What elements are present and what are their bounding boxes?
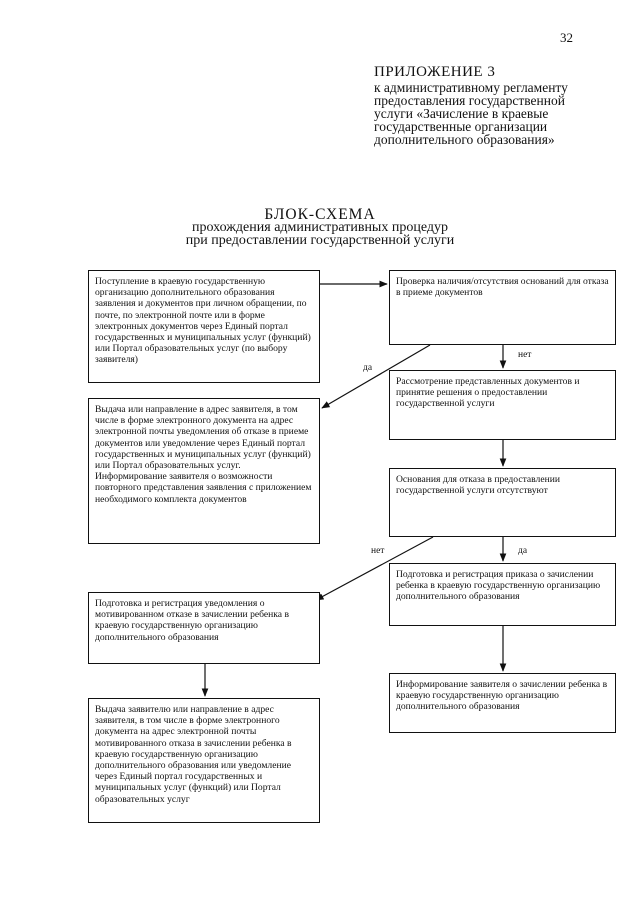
box-review: Рассмотрение представленных документов и…	[389, 370, 616, 440]
scheme-title-main: БЛОК-СХЕМА	[264, 206, 376, 223]
arrow-check-to-refusal-notice	[321, 344, 431, 409]
appendix-line: к административному регламенту	[374, 80, 568, 95]
appendix-line: дополнительного образования»	[374, 132, 555, 147]
box-prepare-order: Подготовка и регистрация приказа о зачис…	[389, 563, 616, 626]
box-no-grounds: Основания для отказа в предоставлении го…	[389, 468, 616, 537]
box-refusal-notice: Выдача или направление в адрес заявителя…	[88, 398, 320, 544]
label-yes: да	[363, 363, 373, 373]
appendix-line: услуги «Зачисление в краевые	[374, 106, 549, 121]
box-prepare-refusal: Подготовка и регистрация уведомления о м…	[88, 592, 320, 664]
page-number: 32	[560, 30, 573, 45]
arrow-no-grounds-to-prepare-refusal	[315, 536, 434, 601]
appendix-title: ПРИЛОЖЕНИЕ 3	[374, 64, 496, 80]
label-no: нет	[518, 350, 532, 360]
box-check: Проверка наличия/отсутствия оснований дл…	[389, 270, 616, 345]
box-receipt: Поступление в краевую государственную ор…	[88, 270, 320, 383]
appendix-line: предоставления государственной	[374, 93, 565, 108]
label-yes: да	[518, 546, 528, 556]
label-no: нет	[371, 546, 385, 556]
box-inform-enrollment: Информирование заявителя о зачислении ре…	[389, 673, 616, 733]
box-issue-refusal: Выдача заявителю или направление в адрес…	[88, 698, 320, 823]
appendix-line: государственные организации	[374, 119, 548, 134]
scheme-subtitle-line2: при предоставлении государственной услуг…	[185, 233, 455, 248]
scheme-subtitle-line1: прохождения административных процедур	[192, 220, 448, 235]
scheme-title: БЛОК-СХЕМА прохождения административных …	[150, 206, 490, 248]
appendix-header: ПРИЛОЖЕНИЕ 3 к административному регламе…	[374, 64, 624, 147]
